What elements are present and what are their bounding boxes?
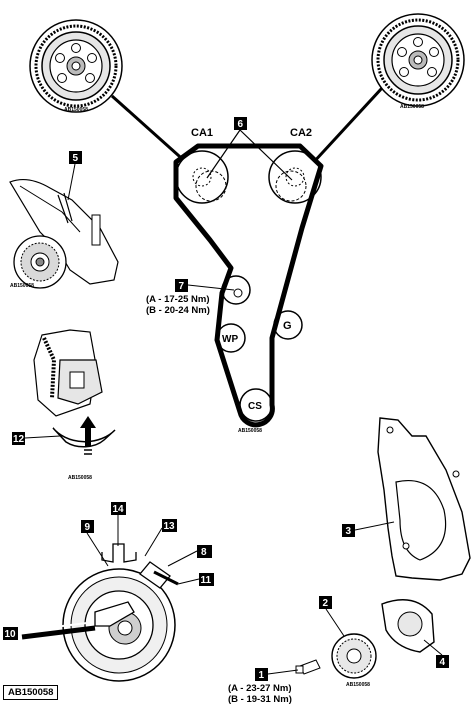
ref-code-inset-12: AB150058 bbox=[68, 475, 92, 481]
callout-4 bbox=[436, 655, 449, 668]
callout-3 bbox=[342, 524, 355, 537]
callout-8 bbox=[197, 545, 212, 558]
inset-crank-parts: 2 4 1 (A - 23-27 Nm) (B - 19-31 Nm) AB15… bbox=[228, 596, 449, 705]
ref-code-main: AB150058 bbox=[238, 428, 262, 434]
inset-right-cam-sprocket: AB150058 bbox=[371, 13, 465, 110]
label-cs: CS bbox=[248, 401, 262, 412]
main-belt-layout: CA1 CA2 WP G CS AB150058 6 7 (A - 17-25 … bbox=[146, 117, 324, 434]
bolt-torque-b: (B - 19-31 Nm) bbox=[228, 694, 292, 705]
tensioner-torque-a: (A - 17-25 Nm) bbox=[146, 294, 210, 305]
timing-cover: 3 bbox=[342, 417, 471, 581]
figure-reference: AB150058 bbox=[3, 685, 59, 700]
ref-code-right-cam: AB150058 bbox=[400, 104, 424, 110]
timing-belt bbox=[173, 143, 324, 428]
svg-text:13: 13 bbox=[164, 521, 176, 532]
svg-text:14: 14 bbox=[113, 504, 125, 515]
callout-10 bbox=[3, 627, 18, 640]
svg-text:11: 11 bbox=[201, 575, 212, 586]
callout-14 bbox=[111, 502, 126, 515]
callout-12 bbox=[12, 432, 25, 445]
svg-text:9: 9 bbox=[85, 522, 91, 533]
svg-text:5: 5 bbox=[73, 153, 79, 164]
inset-left-cam-sprocket: AB150058 bbox=[29, 19, 123, 113]
inset-tensioner-detail: 14 9 13 8 11 10 bbox=[3, 502, 214, 682]
callout-9 bbox=[81, 520, 94, 533]
svg-text:6: 6 bbox=[238, 119, 244, 130]
ref-code-inset-1: AB150058 bbox=[346, 682, 370, 688]
ref-code-inset-5: AB150058 bbox=[10, 283, 34, 289]
callout-13 bbox=[162, 519, 177, 532]
svg-text:3: 3 bbox=[346, 526, 352, 537]
callout-11 bbox=[199, 573, 214, 586]
label-ca1: CA1 bbox=[191, 127, 213, 139]
inset-engine-lock: 5 AB150058 bbox=[9, 151, 119, 289]
callout-2 bbox=[319, 596, 332, 609]
tensioner-torque-b: (B - 20-24 Nm) bbox=[146, 305, 210, 316]
callout-5 bbox=[69, 151, 82, 164]
label-wp: WP bbox=[222, 334, 238, 345]
bolt-torque-a: (A - 23-27 Nm) bbox=[228, 683, 292, 694]
ref-code-left-cam: AB150058 bbox=[64, 107, 88, 113]
svg-text:1: 1 bbox=[259, 670, 265, 681]
svg-text:12: 12 bbox=[13, 434, 25, 445]
callout-1 bbox=[255, 668, 268, 681]
svg-text:4: 4 bbox=[440, 657, 446, 668]
leader-left-inset bbox=[110, 94, 190, 166]
svg-text:10: 10 bbox=[5, 629, 17, 640]
label-g: G bbox=[283, 320, 292, 332]
crank-sprocket-key bbox=[52, 427, 116, 448]
svg-text:8: 8 bbox=[201, 547, 207, 558]
callout-7 bbox=[175, 279, 188, 292]
svg-text:7: 7 bbox=[179, 281, 185, 292]
inset-crank-sprocket: 12 AB150058 bbox=[12, 329, 116, 481]
label-ca2: CA2 bbox=[290, 127, 312, 139]
svg-text:2: 2 bbox=[323, 598, 329, 609]
leader-right-inset bbox=[310, 86, 384, 166]
callout-6 bbox=[234, 117, 247, 130]
